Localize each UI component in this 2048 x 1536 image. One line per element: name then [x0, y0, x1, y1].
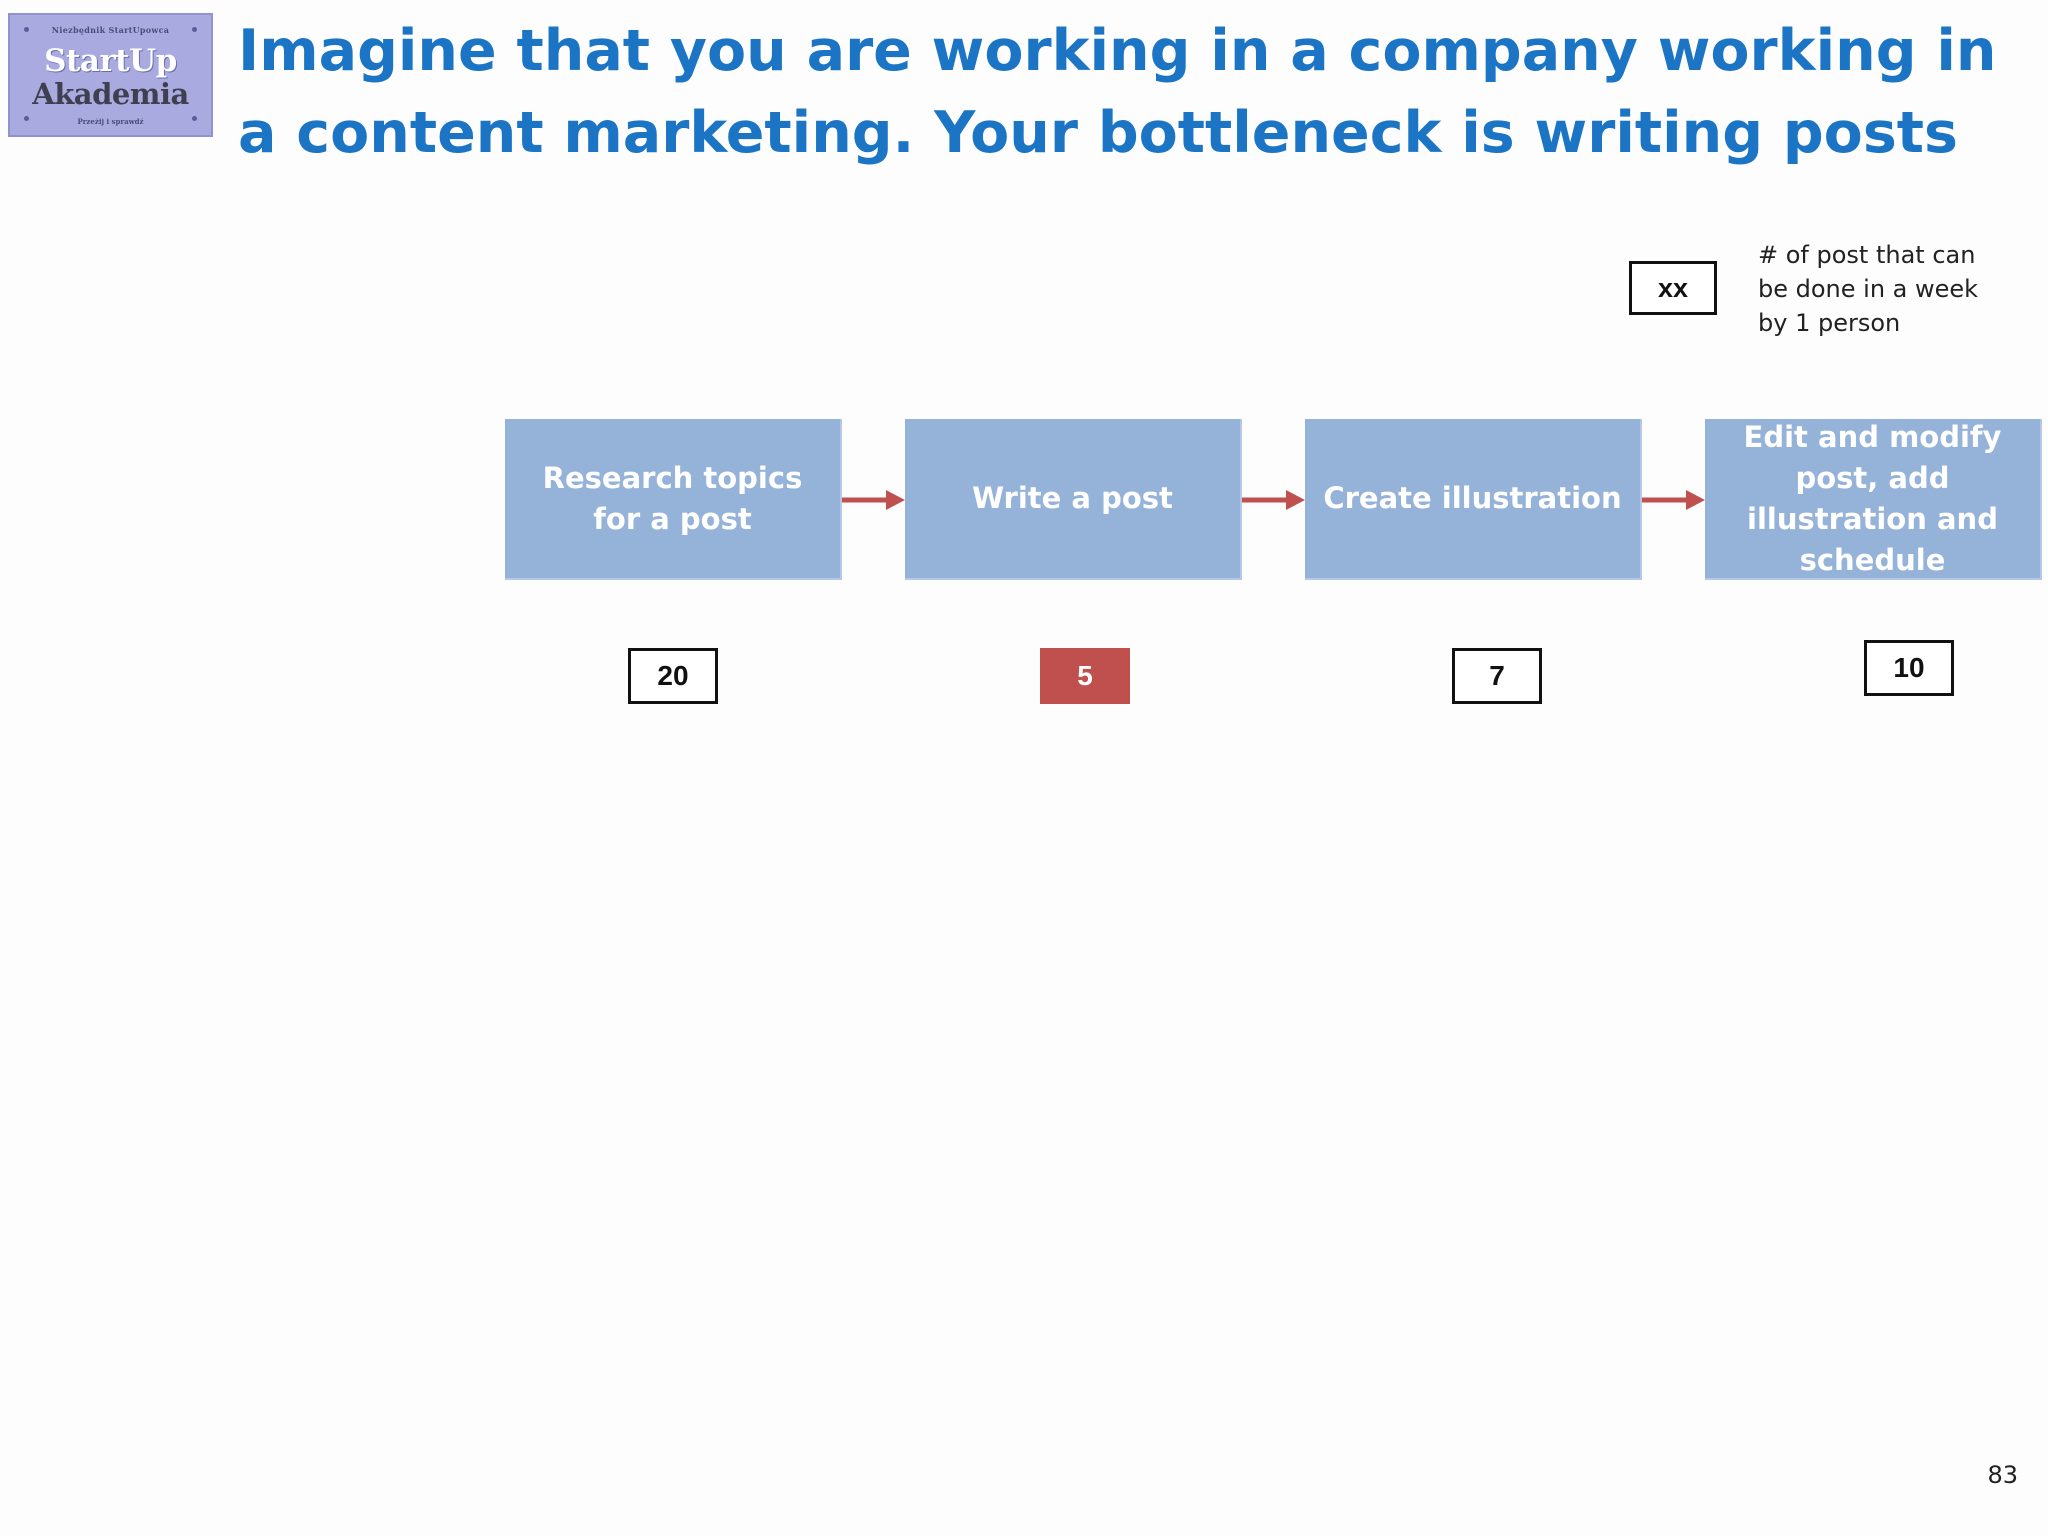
legend-description: # of post that can be done in a week by …	[1758, 241, 1979, 337]
capacity-research: 20	[628, 648, 718, 704]
capacity-write-bottleneck: 5	[1040, 648, 1130, 704]
flow-arrow-icon	[842, 490, 905, 510]
capacity-illustration: 7	[1452, 648, 1542, 704]
legend-box: xx	[1629, 261, 1717, 315]
slide-title: Imagine that you are working in a compan…	[238, 18, 1997, 166]
logo-dot-icon	[192, 116, 197, 121]
process-step-label: Research topics for a post	[542, 460, 803, 536]
logo-dot-icon	[192, 27, 197, 32]
process-step-edit: Edit and modify post, add illustration a…	[1705, 419, 2042, 580]
logo-bottom-text: Przeżij i sprawdź	[77, 117, 144, 126]
process-step-label: Edit and modify post, add illustration a…	[1743, 419, 2002, 577]
process-step-illustration: Create illustration	[1305, 419, 1642, 580]
flow-arrow-icon	[1642, 490, 1705, 510]
logo-dot-icon	[24, 116, 29, 121]
slide-number: 83	[1987, 1461, 2018, 1489]
logo-sub-text: Akademia	[32, 77, 189, 111]
capacity-edit: 10	[1864, 640, 1954, 696]
process-step-write: Write a post	[905, 419, 1242, 580]
process-step-label: Write a post	[972, 481, 1173, 515]
logo-dot-icon	[24, 27, 29, 32]
startup-akademia-logo: Niezbędnik StartUpowca StartUp Akademia …	[8, 13, 213, 137]
flow-arrow-icon	[1242, 490, 1305, 510]
logo-top-text: Niezbędnik StartUpowca	[51, 25, 170, 35]
logo-main-text: StartUp	[44, 43, 177, 79]
process-step-label: Create illustration	[1323, 481, 1622, 515]
process-step-research: Research topics for a post	[505, 419, 842, 580]
